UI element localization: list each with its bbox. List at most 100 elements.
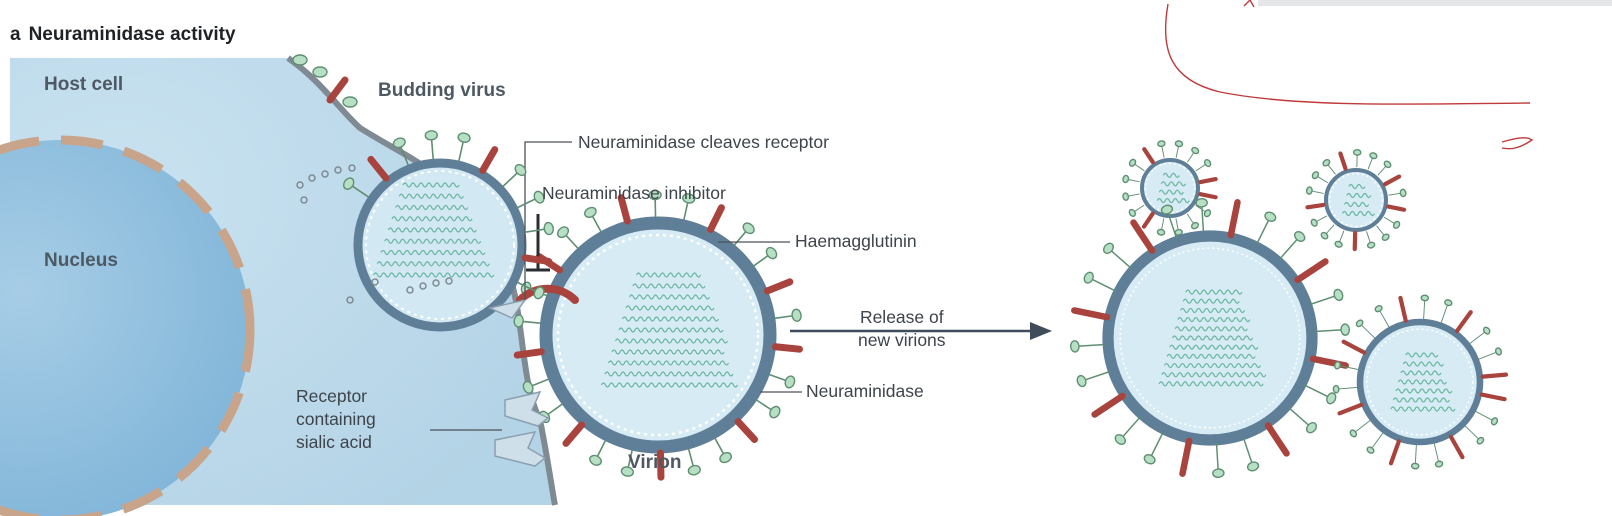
haemagglutinin-stalk: [1288, 406, 1312, 429]
haemagglutinin-stalk: [1440, 302, 1449, 323]
haemagglutinin-spike: [1212, 468, 1225, 479]
released-virion: [1332, 294, 1509, 470]
haemagglutinin-spike: [1381, 233, 1390, 242]
rna-segment: [604, 371, 734, 377]
neuraminidase-spike: [771, 343, 803, 353]
haemagglutinin-spike: [1195, 197, 1208, 208]
neuraminidase-spike: [479, 146, 499, 174]
neuraminidase-spike: [1198, 192, 1218, 200]
haemagglutinin-spike: [1143, 454, 1156, 465]
neuraminidase-spike: [617, 194, 631, 225]
rna-segment: [607, 360, 730, 366]
neuraminidase-spike: [1141, 211, 1155, 229]
haemagglutinin-spike: [742, 222, 755, 235]
haemagglutinin-spike: [342, 177, 355, 190]
rna-segment: [380, 249, 486, 256]
receptor-cleaved: [487, 298, 527, 319]
rna-segment: [1395, 388, 1453, 394]
haemagglutinin-spike: [682, 193, 696, 204]
haemagglutinin-stalk: [1378, 308, 1390, 328]
sialic-acid-receptors: [494, 390, 550, 467]
haemagglutinin-stalk: [1423, 297, 1426, 320]
rna-segment: [398, 193, 464, 199]
virion-label: Virion: [628, 452, 682, 473]
haemagglutinin-spike: [1128, 208, 1137, 218]
haemagglutinin-stalk: [1303, 384, 1332, 400]
rna-segment: [376, 261, 490, 267]
rna-segment: [1348, 183, 1366, 190]
neuraminidase-spike: [513, 348, 545, 359]
rna-segment: [628, 294, 711, 300]
leader-lines: [430, 141, 802, 431]
nucleus: [0, 140, 250, 516]
haemagglutinin-spike: [1310, 218, 1318, 227]
haemagglutinin-spike: [1203, 158, 1212, 168]
haemagglutinin-spike: [533, 190, 545, 204]
haemagglutinin-spike: [1174, 140, 1184, 148]
haemagglutinin-spike: [1482, 326, 1491, 335]
haemagglutinin-spike: [1203, 209, 1212, 218]
haemagglutinin-stalk: [1469, 330, 1487, 344]
haemagglutinin-stalk: [1088, 276, 1117, 292]
haemagglutinin-spike: [1191, 146, 1200, 155]
haemagglutinin-spike: [1160, 204, 1174, 215]
rna-segment: [625, 305, 715, 311]
rna-segment: [1402, 361, 1444, 367]
rna-segment: [1158, 381, 1264, 387]
host-cell-label: Host cell: [44, 74, 124, 95]
budding-virus-label: Budding virus: [378, 80, 506, 101]
haemagglutinin-spike: [769, 405, 781, 419]
haemagglutinin-spike: [1444, 299, 1453, 307]
haemagglutinin-stalk: [1215, 442, 1220, 474]
neuraminidase-spike: [521, 254, 553, 265]
haemagglutinin-stalk: [1464, 425, 1481, 442]
haemagglutinin-stalk: [1148, 431, 1164, 460]
neuraminidase-spike: [1264, 422, 1290, 457]
handwritten-annotation: [1164, 0, 1534, 150]
haemagglutinin-spike: [1293, 230, 1306, 243]
neuraminidase-spike: [1198, 176, 1218, 185]
neuraminidase-spike: [1227, 199, 1241, 239]
haemagglutinin-spike: [1190, 221, 1200, 230]
haemagglutinin-spike: [1305, 186, 1313, 195]
rna-segment: [1390, 406, 1456, 412]
nuclear-envelope: [0, 135, 255, 516]
haemagglutinin-spike: [1374, 305, 1383, 313]
haemagglutinin-spike: [589, 454, 602, 466]
haemagglutinin-stalk: [1337, 364, 1359, 370]
rna-segment: [632, 283, 706, 289]
haemagglutinin-spike: [392, 137, 406, 149]
neuraminidase-inhibitor-label: Neuraminidase inhibitor: [542, 183, 726, 203]
haemagglutinin-spike: [522, 380, 534, 394]
neuraminidase-spike: [1341, 339, 1367, 355]
haemagglutinin-spike: [1366, 446, 1375, 454]
released-virion: [1122, 140, 1218, 236]
haemagglutinin-spike: [687, 464, 701, 476]
haemagglutinin-spike: [784, 375, 796, 389]
haemagglutinin-spike: [1076, 374, 1087, 388]
haemagglutinin-stalk: [1475, 410, 1495, 422]
haemagglutinin-spike: [1264, 211, 1277, 222]
haemagglutinin-stalk: [1081, 370, 1111, 382]
haemagglutinin-stalk: [1478, 351, 1499, 360]
rna-segment: [1171, 335, 1254, 341]
receptor-label: Receptor containing sialic acid: [296, 386, 376, 452]
neuraminidase-spike: [1338, 151, 1348, 171]
virion-main: [513, 189, 803, 481]
haemagglutinin-stalk: [1074, 343, 1106, 348]
haemagglutinin-spike: [1392, 220, 1401, 229]
neuraminidase-spike: [1454, 310, 1473, 334]
haemagglutinin-spike: [1334, 361, 1341, 370]
rna-segment: [611, 349, 725, 355]
haemagglutinin-stalk: [1314, 328, 1346, 333]
neuraminidase-spike: [1071, 307, 1111, 321]
haemagglutinin-spike: [791, 308, 802, 322]
haemagglutinin-spike: [1494, 347, 1503, 356]
haemagglutinin-spike: [1311, 171, 1320, 180]
rna-segment: [1177, 317, 1251, 323]
rna-segment: [618, 327, 724, 333]
haemagglutinin-spike: [1332, 384, 1340, 394]
rna-segment: [614, 338, 729, 344]
